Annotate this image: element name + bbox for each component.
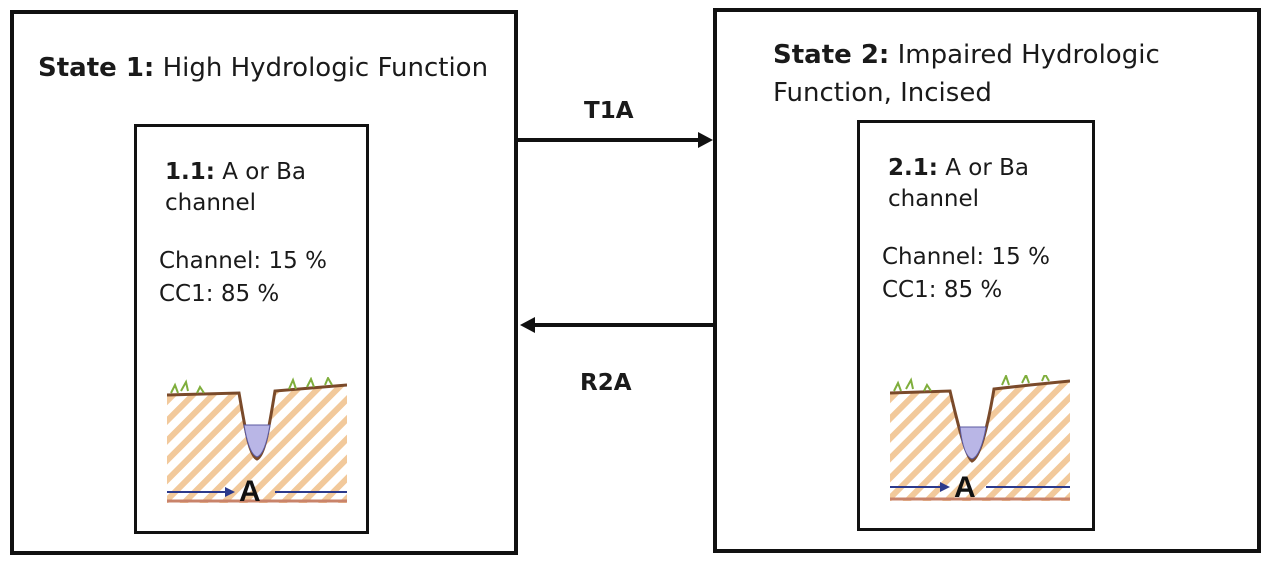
phase-2-1-name: A or Ba — [937, 155, 1030, 181]
state-1-label: State 1: — [38, 53, 155, 83]
phase-1-1-channel-percent: Channel: 15 % — [159, 248, 327, 274]
channel-type-letter-2: A — [954, 471, 976, 504]
state-2-title: State 2: Impaired Hydrologic Function, I… — [773, 36, 1160, 112]
community-phase-2-1-box: 2.1: A or Ba channel Channel: 15 % CC1: … — [857, 120, 1095, 531]
phase-1-1-name-line2: channel — [165, 190, 257, 216]
phase-2-1-channel-percent: Channel: 15 % — [882, 244, 1050, 270]
phase-1-1-cc1-percent: CC1: 85 % — [159, 281, 280, 307]
transition-t1a-label: T1A — [584, 98, 634, 124]
state-1-box: State 1: High Hydrologic Function 1.1: A… — [10, 10, 518, 555]
restoration-r2a-label: R2A — [580, 370, 632, 396]
community-phase-1-1-box: 1.1: A or Ba channel Channel: 15 % CC1: … — [134, 124, 369, 534]
phase-2-1-cc1-percent: CC1: 85 % — [882, 277, 1003, 303]
transition-t1a-arrowhead — [698, 132, 713, 148]
phase-2-1-id: 2.1: — [888, 155, 938, 181]
phase-1-1-title: 1.1: A or Ba channel — [165, 157, 306, 219]
state-2-name-line1: Impaired Hydrologic — [889, 40, 1160, 70]
channel-cross-section-illustration-1: A — [167, 377, 347, 508]
channel-cross-section-illustration-2: A — [890, 375, 1070, 504]
state-1-title: State 1: High Hydrologic Function — [38, 49, 488, 87]
restoration-r2a-arrowhead — [520, 317, 535, 333]
state-1-name: High Hydrologic Function — [154, 53, 489, 83]
phase-1-1-name: A or Ba — [214, 159, 307, 185]
phase-2-1-title: 2.1: A or Ba channel — [888, 153, 1029, 215]
phase-2-1-name-line2: channel — [888, 186, 980, 212]
phase-1-1-id: 1.1: — [165, 159, 215, 185]
state-2-name-line2: Function, Incised — [773, 78, 992, 108]
state-2-box: State 2: Impaired Hydrologic Function, I… — [713, 8, 1261, 553]
state-2-label: State 2: — [773, 40, 890, 70]
channel-type-letter-1: A — [239, 475, 261, 508]
